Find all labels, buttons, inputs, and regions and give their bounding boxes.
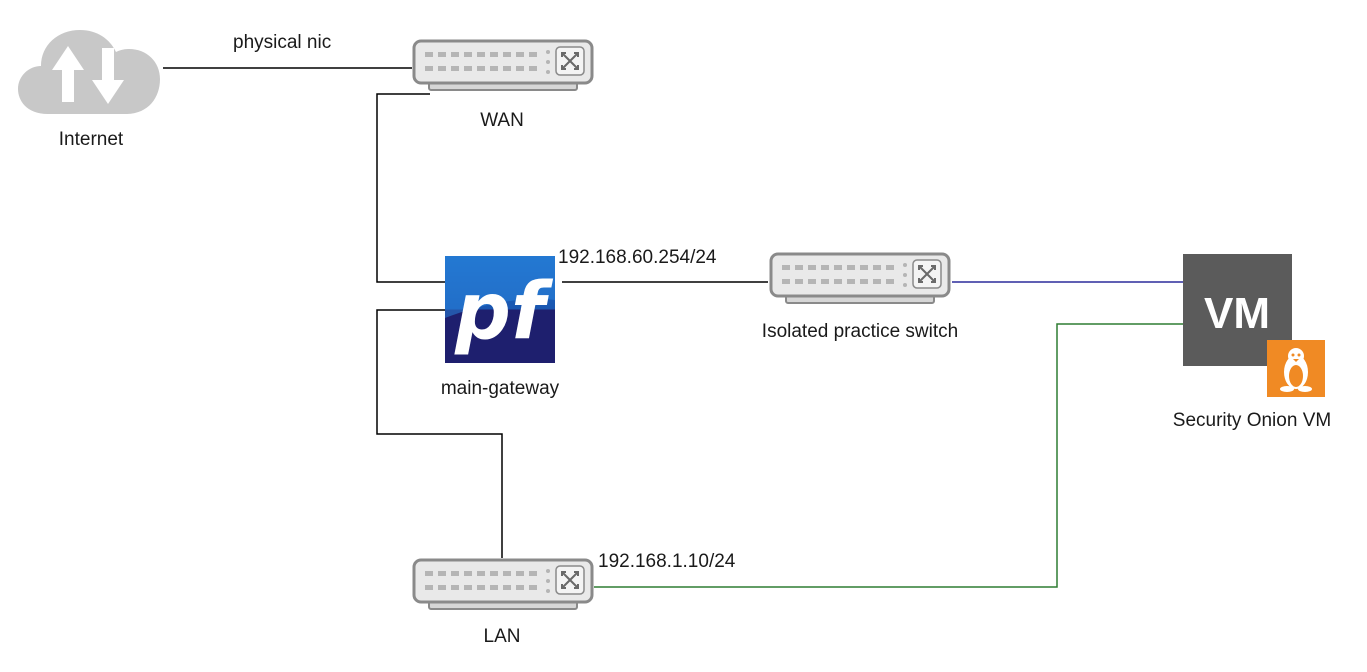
linux-tux-icon (1267, 340, 1325, 397)
main-gateway-label: main-gateway (440, 378, 560, 399)
wan-switch-icon (412, 39, 594, 92)
security-onion-label: Security Onion VM (1172, 410, 1332, 431)
link-lan-vm (594, 323, 1183, 588)
pfsense-logo-icon: pf (445, 256, 555, 363)
vm-icon: VM (1183, 254, 1292, 366)
gateway-isolated-ip-label: 192.168.60.254/24 (558, 247, 717, 268)
isolated-switch-label: Isolated practice switch (761, 321, 959, 342)
lan-ip-label: 192.168.1.10/24 (598, 551, 736, 572)
physical-nic-label: physical nic (233, 32, 332, 53)
vm-icon-text: VM (1204, 289, 1270, 338)
internet-label: Internet (58, 129, 124, 150)
lan-label: LAN (483, 626, 521, 647)
lan-switch-icon (412, 558, 594, 611)
link-wan-gateway (376, 93, 445, 283)
internet-cloud-icon (18, 30, 160, 114)
wan-label: WAN (480, 110, 524, 131)
link-gateway-lan (376, 309, 503, 558)
connections (163, 67, 1183, 588)
isolated-switch-icon (769, 252, 951, 305)
pfsense-logo-text: pf (454, 267, 554, 357)
